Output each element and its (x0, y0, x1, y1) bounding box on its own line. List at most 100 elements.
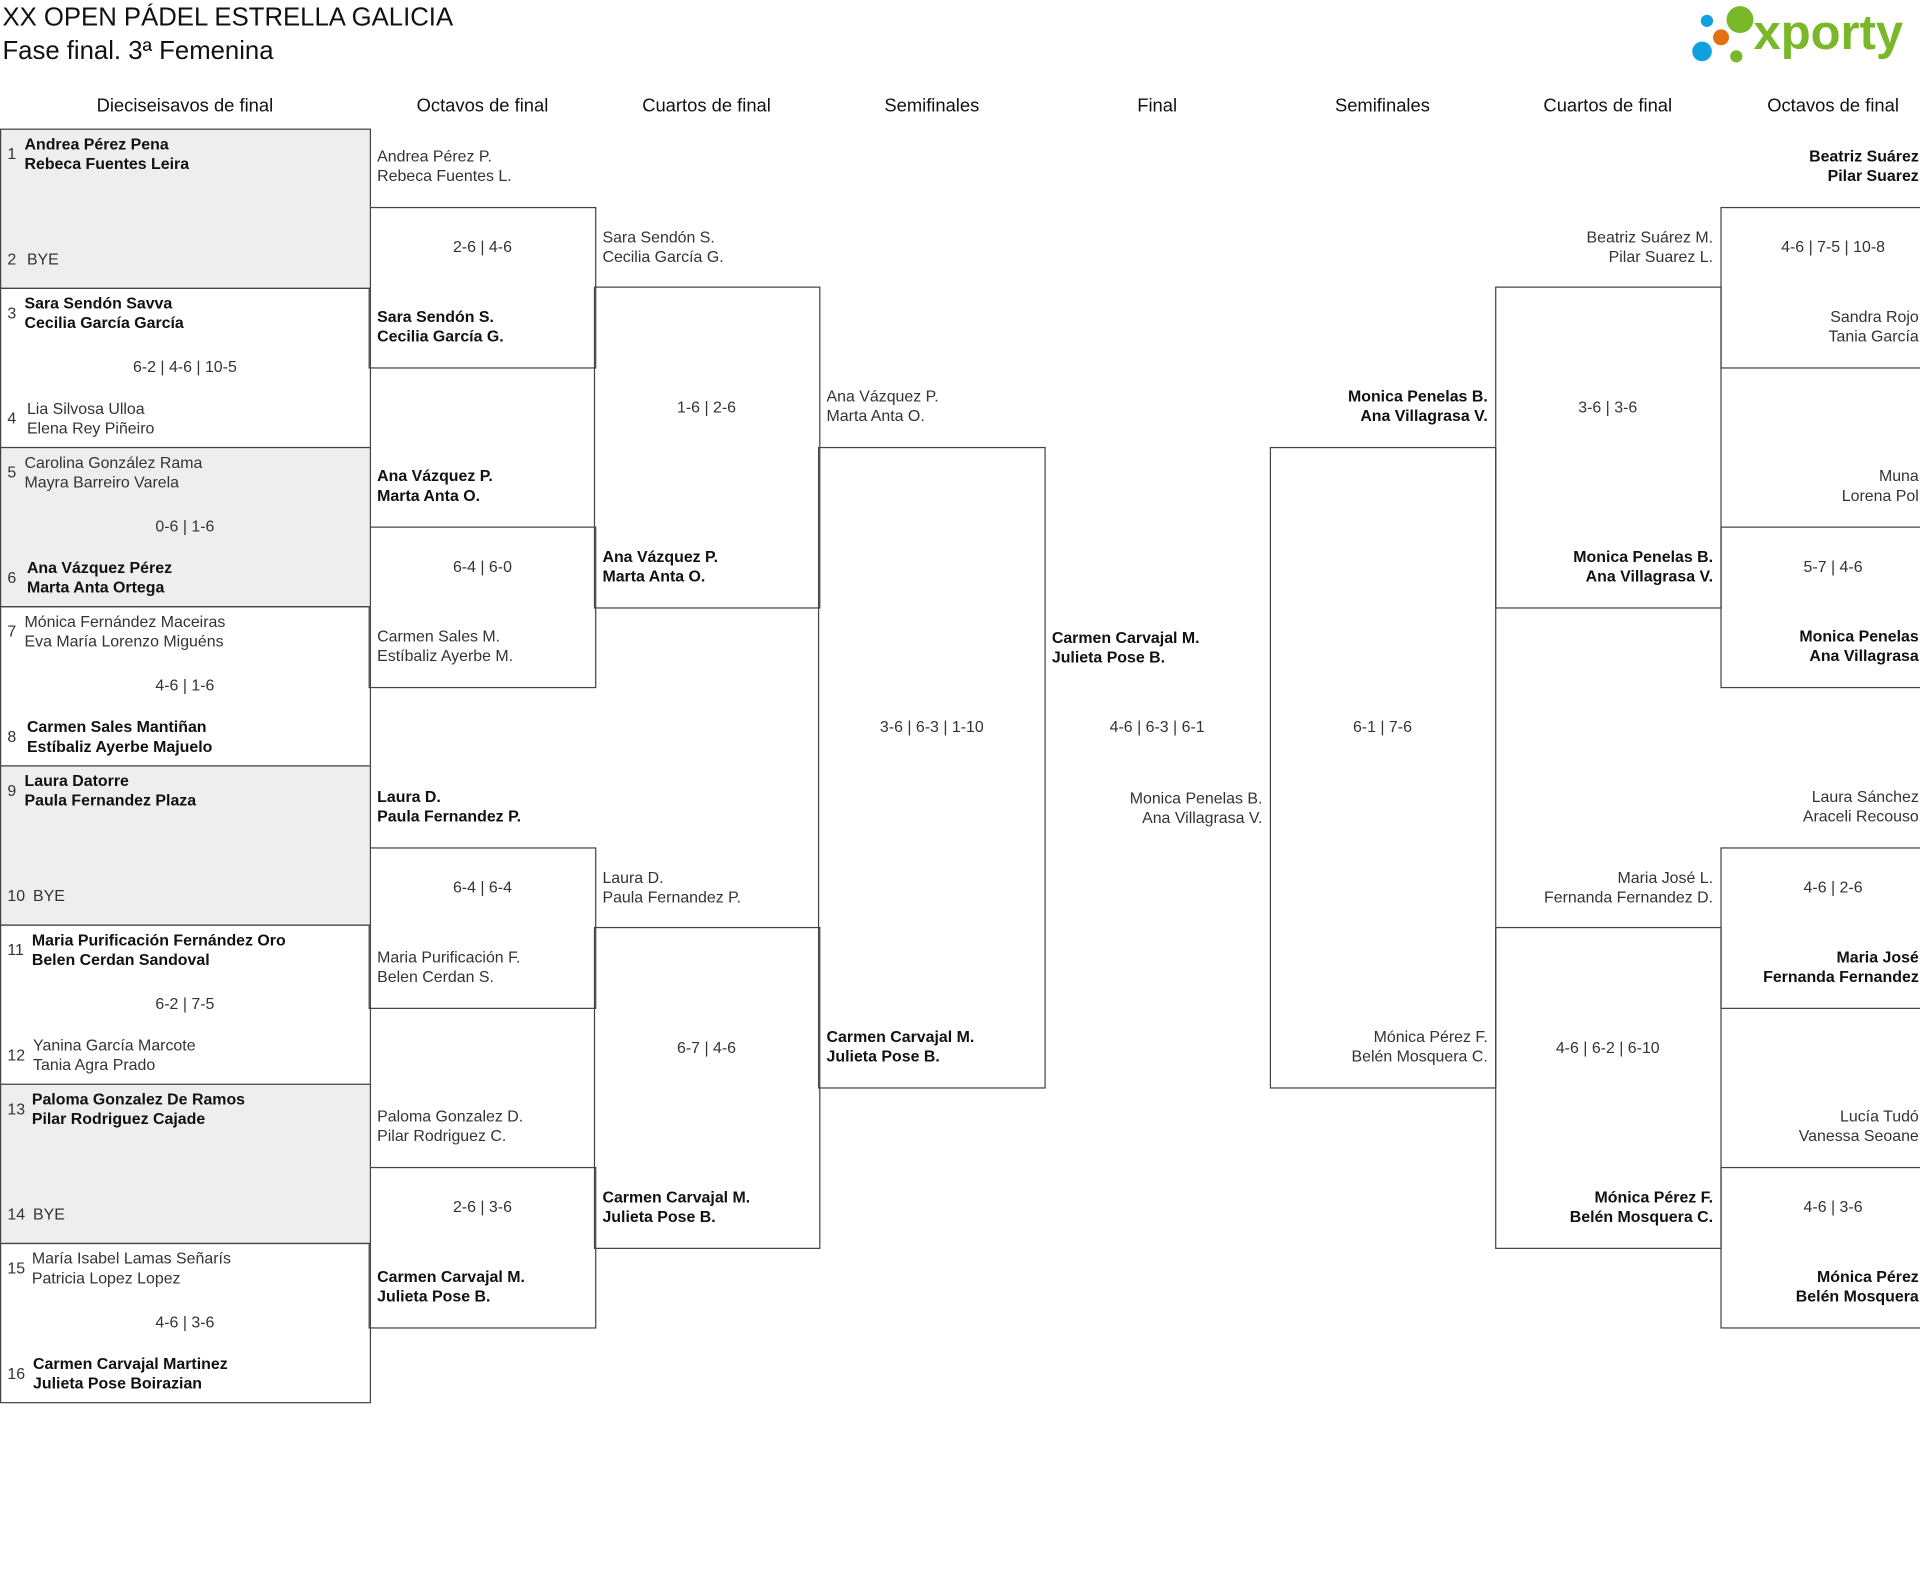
match-box (0, 128, 372, 289)
team-name: Andrea Pérez Pena (24, 134, 169, 154)
round-header: Semifinales (884, 95, 980, 117)
team-name: Andrea Pérez P. (377, 146, 492, 166)
team-name: Julieta Pose B. (377, 1286, 491, 1306)
seed-number: 1 (7, 144, 17, 163)
team-name: Tania Agra Prado (33, 1055, 156, 1074)
team-name: Maria Purificación F. (377, 947, 521, 967)
team-name: Carmen Carvajal M. (1051, 628, 1200, 647)
seed-number: 9 (7, 781, 17, 800)
team-name: Ana Villagrasa (1809, 646, 1919, 665)
logo-dot-icon (1730, 50, 1743, 63)
match-box (0, 446, 372, 608)
team-name: Julieta Pose B. (1051, 647, 1166, 667)
category-subtitle: Fase final. 3ª Femenina (2, 36, 274, 65)
team-name: Patricia Lopez Lopez (31, 1268, 181, 1287)
team-name: Laura D. (377, 787, 441, 806)
team-name: Paloma Gonzalez De Ramos (31, 1089, 246, 1109)
team-name: Fernanda Fernandez D. (1544, 887, 1714, 907)
team-name: Marta Anta O. (826, 406, 925, 425)
team-name: Paloma Gonzalez D. (377, 1106, 524, 1126)
team-name: Mónica Pérez F. (1373, 1027, 1488, 1046)
match-score: 4-6 | 6-2 | 6-10 (1555, 1038, 1660, 1057)
team-name: Paula Fernandez P. (602, 887, 742, 907)
match-score: 6-4 | 6-0 (452, 557, 512, 576)
team-name: Pilar Rodriguez Cajade (31, 1109, 206, 1128)
team-name: Maria José L. (1617, 868, 1714, 887)
team-name: Ana Vázquez Pérez (26, 558, 173, 577)
match-box (817, 446, 1046, 1089)
team-name: Sara Sendón S. (377, 307, 494, 326)
match-score: 4-6 | 7-5 | 10-8 (1781, 237, 1885, 256)
seed-number: 4 (7, 408, 17, 428)
team-name: Carolina González Rama (24, 453, 203, 472)
team-name: Carmen Sales Mantiñan (26, 717, 207, 736)
match-box (0, 1242, 372, 1404)
round-header: Cuartos de final (1543, 95, 1673, 117)
team-name: Eva María Lorenzo Miguéns (24, 631, 224, 651)
match-box (0, 1083, 372, 1245)
team-name: Monica Penelas B. (1129, 788, 1263, 807)
team-name: Mayra Barreiro Varela (24, 472, 180, 492)
team-name: Ana Villagrasa V. (1585, 566, 1714, 586)
match-score: 6-2 | 7-5 (155, 994, 215, 1013)
team-name: Maria José (1836, 947, 1919, 967)
team-name: Sara Sendón Savva (24, 293, 173, 313)
logo-dot-icon (1700, 14, 1714, 27)
match-score: 4-6 | 1-6 (155, 675, 215, 695)
team-name: Ana Vázquez P. (602, 547, 719, 566)
team-name: Rebeca Fuentes Leira (24, 154, 190, 173)
team-name: Estíbaliz Ayerbe M. (377, 646, 514, 665)
team-name: Julieta Pose B. (602, 1207, 716, 1226)
logo-dot-icon (1692, 41, 1712, 62)
team-name: Beatriz Suárez (1809, 146, 1919, 166)
team-name: Ana Vázquez P. (377, 466, 493, 485)
logo-dot-icon (1713, 29, 1729, 46)
team-name: Marta Anta O. (377, 486, 481, 505)
team-name: Araceli Recouso (1802, 806, 1919, 826)
team-name: Sara Sendón S. (602, 227, 715, 247)
seed-number: 5 (7, 462, 17, 482)
match-score: 6-1 | 7-6 (1352, 717, 1412, 736)
team-name: Laura Datorre (24, 771, 129, 790)
match-score: 2-6 | 3-6 (452, 1197, 512, 1216)
tournament-title: XX OPEN PÁDEL ESTRELLA GALICIA (2, 3, 454, 32)
team-name: Cecilia García G. (602, 247, 724, 266)
round-header: Semifinales (1334, 95, 1430, 117)
team-name: Pilar Rodriguez C. (377, 1126, 507, 1145)
logo-dot-icon (1726, 6, 1754, 34)
team-name: Mónica Fernández Maceiras (24, 612, 226, 631)
seed-number: 13 (7, 1099, 26, 1118)
match-score: 4-6 | 3-6 (1803, 1197, 1863, 1216)
team-name: Mónica Pérez F. (1594, 1187, 1714, 1207)
team-name: Cecilia García G. (377, 326, 504, 346)
match-score: 1-6 | 2-6 (677, 397, 737, 417)
team-name: Belen Cerdan S. (377, 967, 494, 986)
xporty-logo[interactable]: xporty (1690, 2, 1920, 66)
team-name: Sandra Rojo (1830, 307, 1919, 326)
team-name: Muna (1878, 466, 1919, 485)
team-name: Monica Penelas B. (1347, 386, 1488, 406)
seed-number: 11 (7, 940, 24, 959)
match-score: 5-7 | 4-6 (1803, 557, 1863, 576)
team-name: Monica Penelas (1799, 626, 1919, 646)
team-name: Ana Villagrasa V. (1142, 808, 1263, 827)
seed-number: 12 (7, 1045, 26, 1065)
team-name: Fernanda Fernandez (1763, 967, 1919, 986)
team-name: Belen Cerdan Sandoval (31, 950, 210, 969)
match-score: 6-2 | 4-6 | 10-5 (132, 357, 237, 376)
team-name: Lia Silvosa Ulloa (26, 399, 145, 418)
team-name: Belén Mosquera C. (1569, 1207, 1714, 1226)
team-name: Laura Sánchez (1811, 787, 1919, 806)
team-name: Elena Rey Piñeiro (26, 418, 155, 438)
logo-text: xporty (1753, 6, 1904, 61)
team-name: Carmen Carvajal Martinez (33, 1354, 228, 1373)
team-name: Ana Vázquez P. (826, 386, 939, 406)
team-name: María Isabel Lamas Señarís (31, 1248, 231, 1268)
seed-number: 8 (7, 727, 17, 746)
match-score: 4-6 | 6-3 | 6-1 (1109, 717, 1205, 736)
team-name: Marta Anta O. (602, 566, 706, 586)
team-name: Pilar Suarez L. (1608, 247, 1714, 266)
match-box (0, 765, 372, 926)
team-name: Yanina García Marcote (33, 1035, 196, 1055)
